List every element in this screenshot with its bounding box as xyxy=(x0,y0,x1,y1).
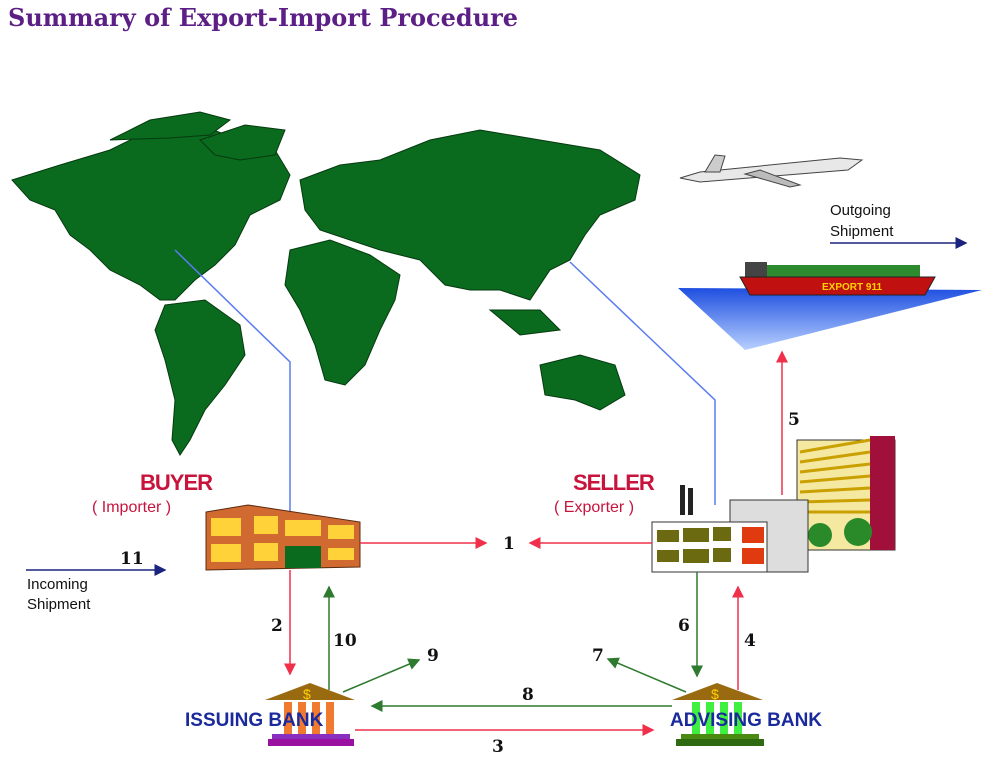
step-7-arrow xyxy=(606,657,687,693)
buyer-map-link xyxy=(174,249,291,515)
step-9-label: 9 xyxy=(427,646,439,666)
step-1-label: 1 xyxy=(503,534,515,554)
africa xyxy=(284,239,401,386)
issuing-bank-label: ISSUING BANK xyxy=(185,710,324,731)
step-2-label: 2 xyxy=(271,616,283,636)
indonesia xyxy=(488,309,562,336)
buyer-label: BUYER xyxy=(140,470,213,495)
step-11-label: 11 xyxy=(120,549,144,569)
cargo-ship-icon: EXPORT 911 xyxy=(739,262,936,296)
seller-label: SELLER xyxy=(573,470,655,495)
seller-role: ( Exporter ) xyxy=(554,499,634,516)
step-3-label: 3 xyxy=(492,737,504,757)
step-9-arrow xyxy=(342,658,421,693)
seller-map-link xyxy=(569,261,716,505)
buyer-role: ( Importer ) xyxy=(92,499,171,516)
svg-text:$: $ xyxy=(711,686,719,702)
incoming-shipment-line2: Shipment xyxy=(27,596,91,613)
greenland xyxy=(199,124,286,161)
step-5-label: 5 xyxy=(788,410,800,430)
outgoing-shipment-line2: Shipment xyxy=(830,223,894,240)
world-map xyxy=(11,111,641,456)
page-title: Summary of Export-Import Procedure xyxy=(8,3,518,32)
outgoing-shipment-line1: Outgoing xyxy=(830,202,891,219)
buyer-building-icon xyxy=(205,504,361,571)
airplane-icon xyxy=(679,154,864,188)
seller-factory-icon xyxy=(651,436,896,573)
step-4-label: 4 xyxy=(744,631,756,651)
step-10-label: 10 xyxy=(333,631,357,651)
advising-bank-icon: $ xyxy=(672,683,764,746)
advising-bank-label: ADVISING BANK xyxy=(670,710,822,731)
step-7-label: 7 xyxy=(592,646,604,666)
incoming-shipment-line1: Incoming xyxy=(27,576,88,593)
issuing-bank-icon: $ xyxy=(265,683,355,746)
australia xyxy=(539,354,626,411)
arctic-islands xyxy=(109,111,232,141)
ship-label: EXPORT 911 xyxy=(822,282,882,293)
svg-text:$: $ xyxy=(303,686,311,702)
step-6-label: 6 xyxy=(678,616,690,636)
sea xyxy=(678,288,982,350)
step-8-label: 8 xyxy=(522,685,534,705)
eurasia xyxy=(299,129,641,301)
south-america xyxy=(154,299,246,456)
